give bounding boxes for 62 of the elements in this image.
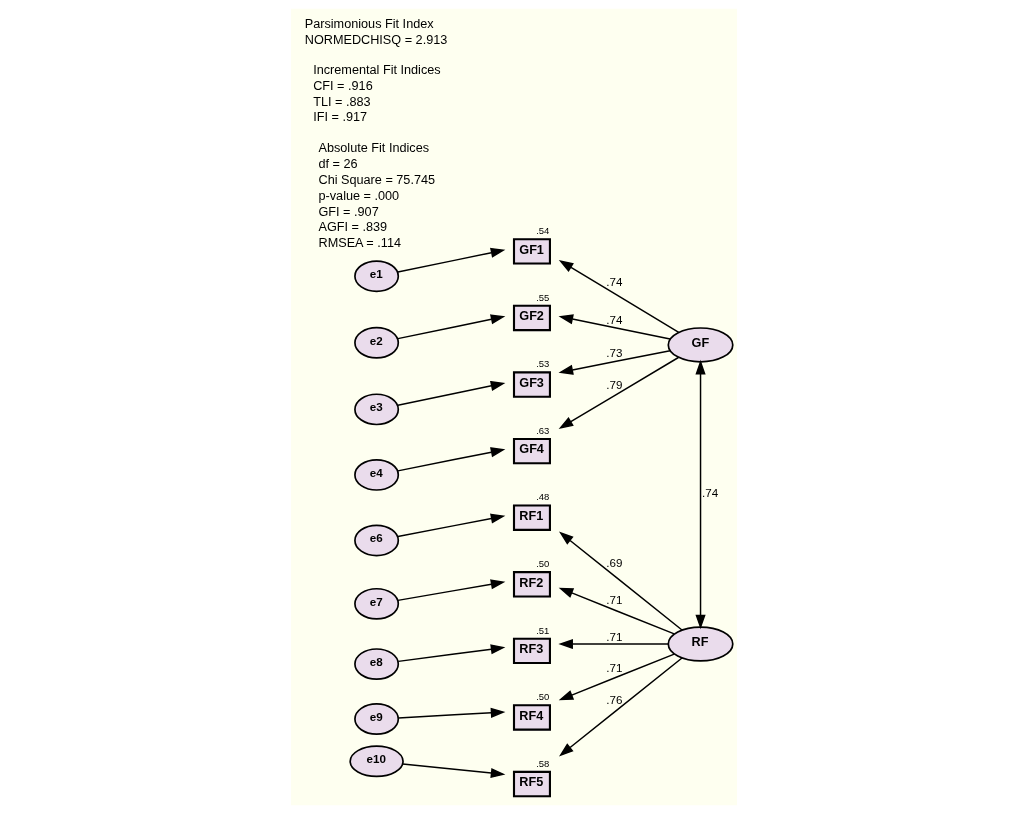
node-ellipse: e6 <box>354 524 400 557</box>
arrow <box>558 314 671 340</box>
edge-label: .69 <box>606 555 623 569</box>
label: Incremental Fit Indices <box>313 62 441 77</box>
label: Parsimonious Fit Index <box>304 17 434 32</box>
edge-label: .71 <box>606 592 623 606</box>
node-label: .51 <box>536 624 550 636</box>
arrow <box>558 356 680 429</box>
node-ellipse: GF <box>667 327 734 363</box>
arrow <box>397 447 506 472</box>
node-label: .63 <box>536 424 550 436</box>
node-ellipse: e2 <box>354 326 400 359</box>
node-label: .50 <box>536 558 550 570</box>
label: AGFI = .839 <box>318 220 388 235</box>
edge-label: .73 <box>606 346 623 360</box>
arrow <box>695 359 706 630</box>
node-ellipse: e4 <box>354 458 400 491</box>
node-label: .48 <box>536 491 550 503</box>
label: NORMEDCHISQ = 2.913 <box>304 33 448 48</box>
label: TLI = .883 <box>313 94 371 109</box>
node-ellipse: e3 <box>354 393 400 426</box>
arrow <box>559 657 683 757</box>
arrow <box>397 380 506 406</box>
edge-label: .74 <box>701 486 719 500</box>
arrow <box>397 644 506 663</box>
label: p-value = .000 <box>318 188 400 203</box>
node-ellipse: e8 <box>354 648 400 681</box>
edge-label: .76 <box>606 693 623 707</box>
node-label: .55 <box>536 291 550 303</box>
label: Chi Square = 75.745 <box>318 172 436 187</box>
node-ellipse: e10 <box>349 745 404 778</box>
edge-label: .71 <box>606 661 623 675</box>
label: df = 26 <box>318 156 358 171</box>
edge-label: .71 <box>606 629 623 643</box>
arrow <box>397 707 506 719</box>
arrow <box>397 579 506 602</box>
arrow <box>397 314 506 340</box>
label: IFI = .917 <box>313 110 368 125</box>
edge-label: .79 <box>606 378 623 392</box>
arrow <box>558 653 675 701</box>
node-label: .50 <box>536 691 550 703</box>
node-ellipse: RF <box>667 626 734 662</box>
label: CFI = .916 <box>313 78 373 93</box>
node-ellipse: e1 <box>354 260 400 293</box>
label: RMSEA = .114 <box>318 236 402 251</box>
arrow <box>558 531 683 631</box>
edge-label: .74 <box>606 274 623 288</box>
node-label: .58 <box>536 757 550 769</box>
arrow <box>558 587 675 635</box>
arrow <box>397 247 506 273</box>
node-label: .54 <box>536 225 550 237</box>
arrow <box>558 349 671 375</box>
label: GFI = .907 <box>318 204 379 219</box>
arrow <box>558 638 669 650</box>
node-ellipse: e9 <box>354 703 400 735</box>
node-label: .53 <box>536 358 550 370</box>
arrow <box>558 260 680 334</box>
arrow <box>401 763 506 779</box>
arrow <box>397 513 506 538</box>
edge-label: .74 <box>606 312 623 326</box>
label: Absolute Fit Indices <box>318 141 430 156</box>
node-ellipse: e7 <box>354 587 400 620</box>
